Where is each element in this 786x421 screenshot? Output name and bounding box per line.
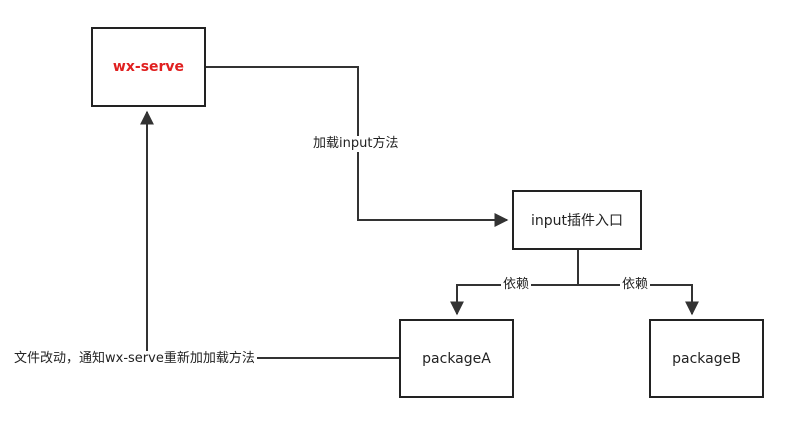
package-a-label: packageA bbox=[422, 350, 491, 367]
edge-label-load-input: 加载input方法 bbox=[311, 136, 401, 152]
edge-label-depend-a: 依赖 bbox=[501, 277, 532, 293]
wx-serve-node[interactable]: wx-serve bbox=[91, 27, 206, 107]
package-a-node[interactable]: packageA bbox=[399, 319, 514, 398]
wx-serve-label: wx-serve bbox=[112, 59, 185, 75]
edge-label-notify: 文件改动，通知wx-serve重新加加载方法 bbox=[12, 351, 257, 367]
input-plugin-entry-node[interactable]: input插件入口 bbox=[512, 190, 642, 250]
edge-input-to-package-a bbox=[450, 284, 578, 316]
package-b-node[interactable]: packageB bbox=[649, 319, 764, 398]
package-b-label: packageB bbox=[672, 350, 741, 367]
input-plugin-entry-label: input插件入口 bbox=[530, 213, 623, 229]
edge-label-depend-b: 依赖 bbox=[620, 277, 651, 293]
edge-input-to-package-b bbox=[578, 284, 699, 316]
